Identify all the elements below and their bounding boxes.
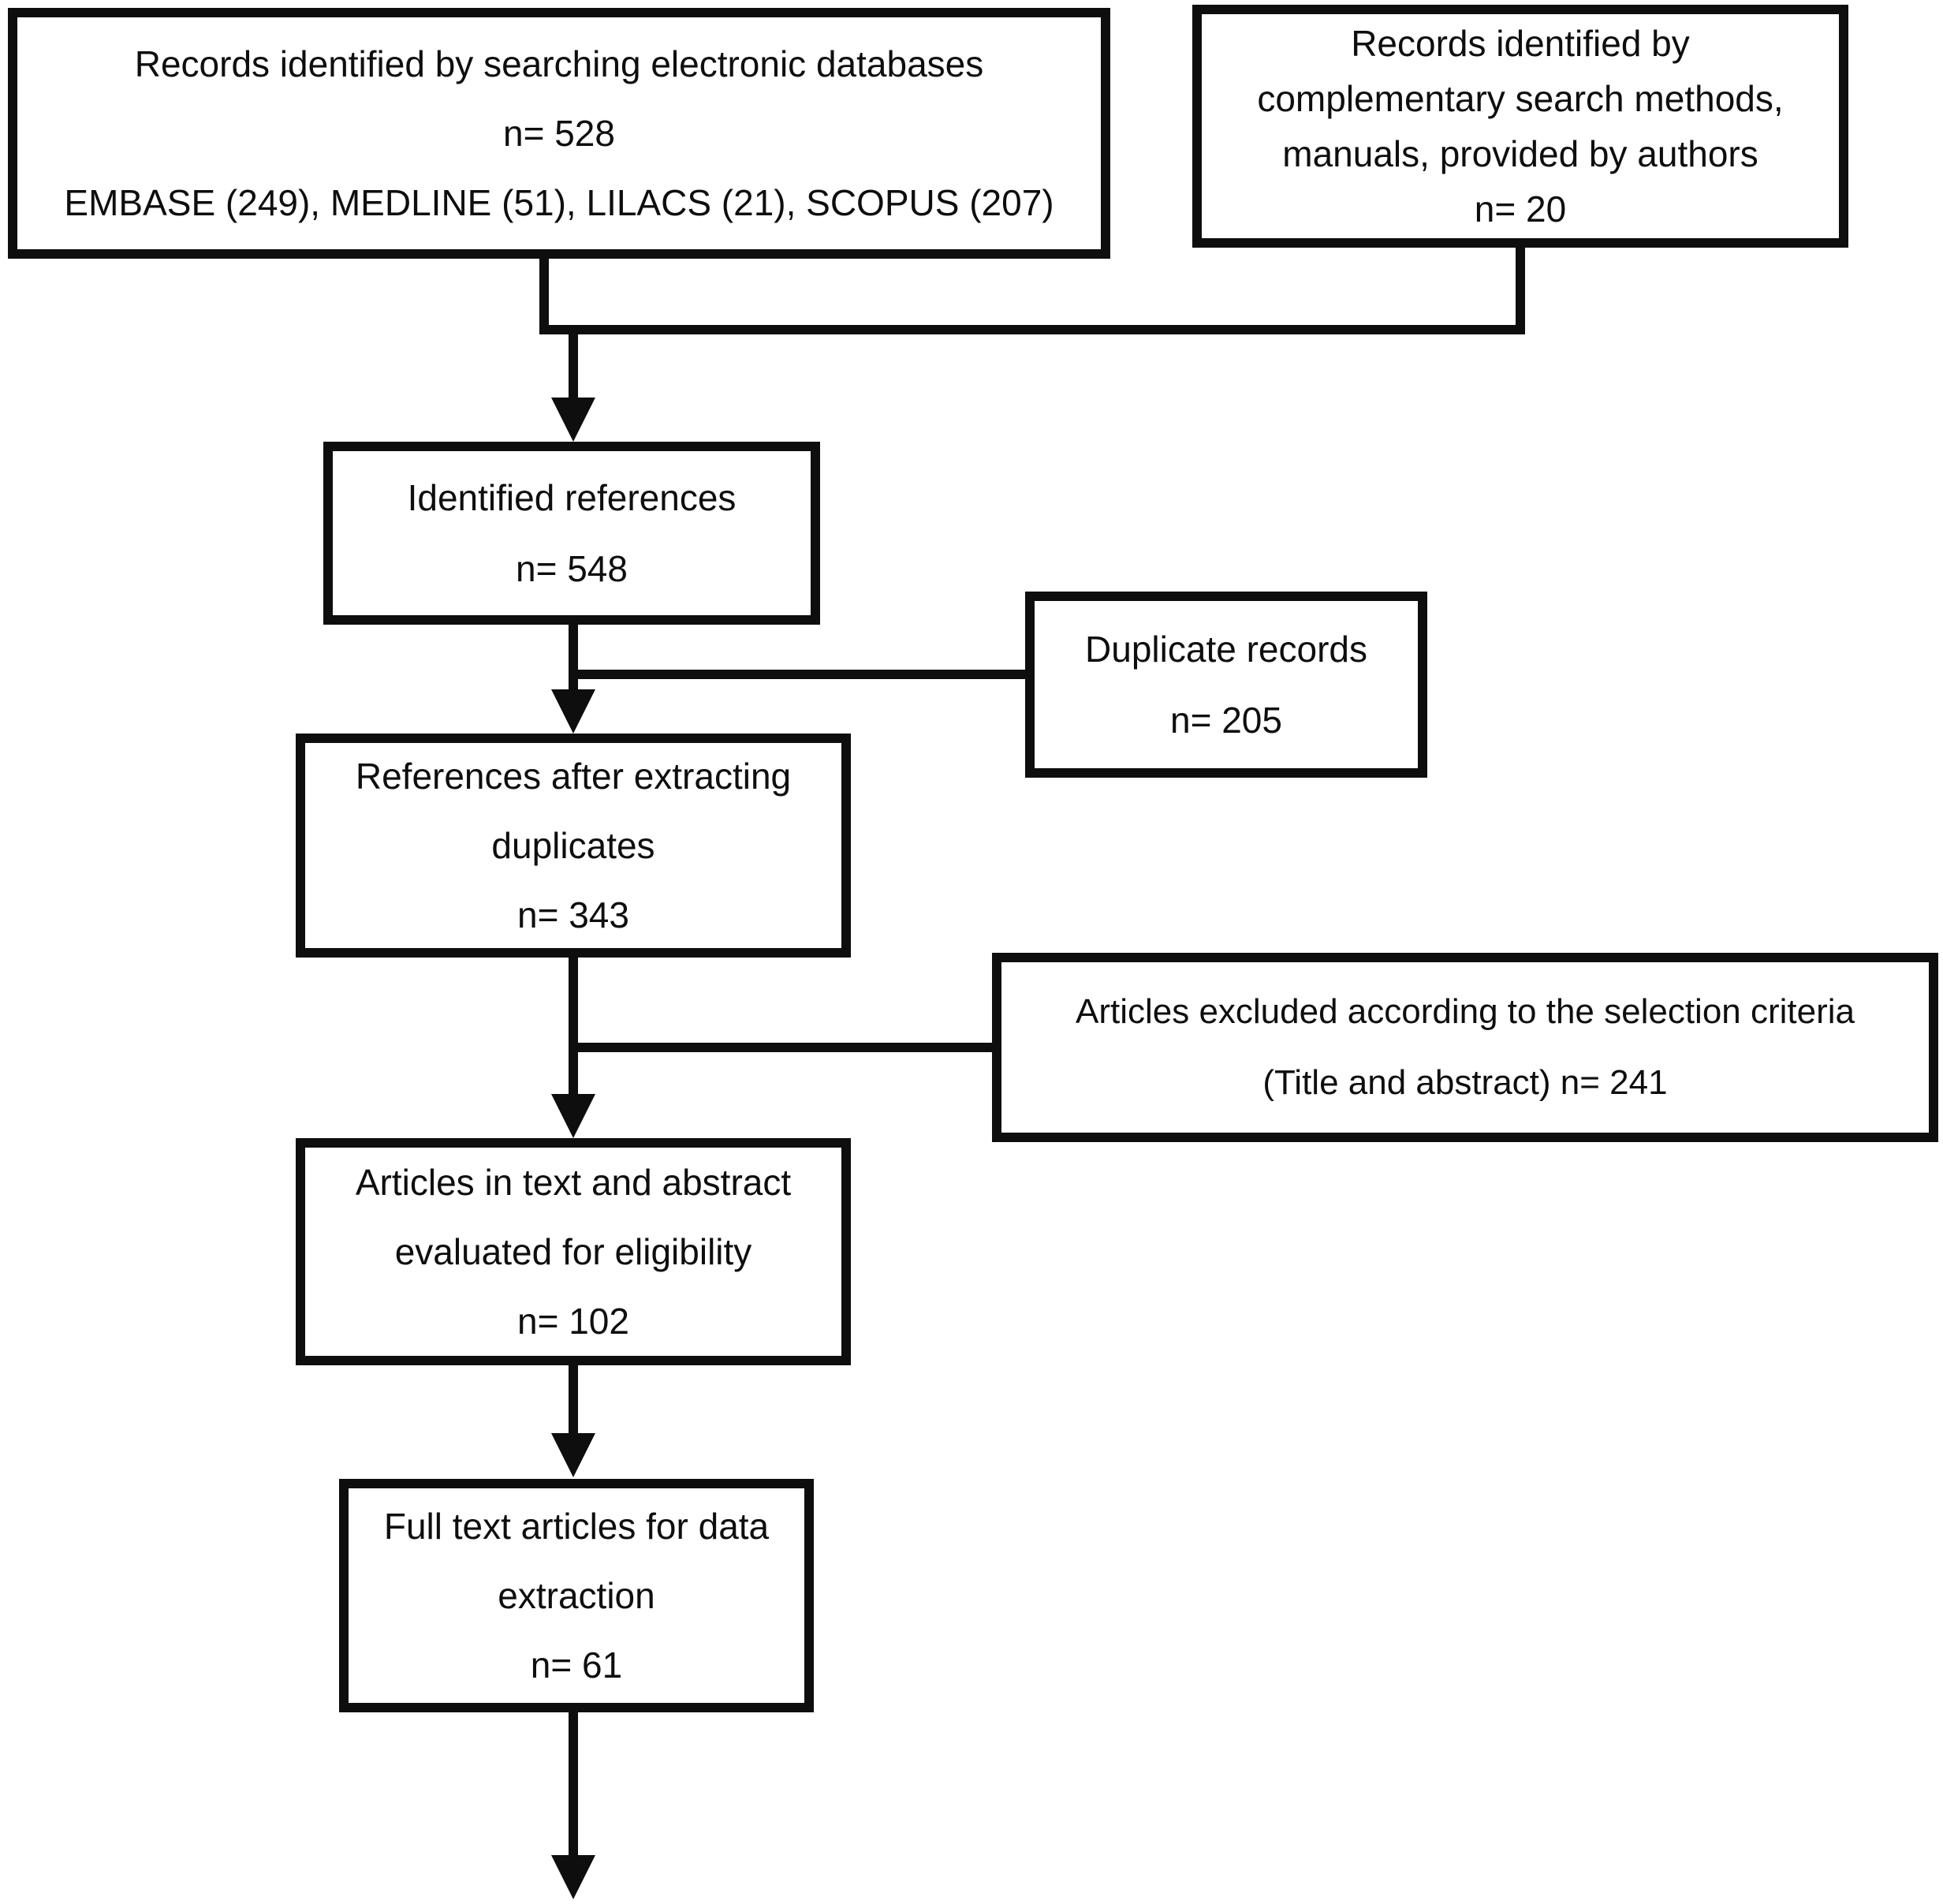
edge-merge-horizontal (539, 325, 1525, 334)
box-line: duplicates (491, 825, 655, 866)
box-line: Duplicate records (1085, 629, 1367, 670)
box-line: (Title and abstract) n= 241 (1262, 1063, 1668, 1102)
box-line: n= 548 (516, 548, 628, 589)
edge-identified-down (569, 622, 578, 694)
box-eligibility: Articles in text and abstract evaluated … (296, 1138, 851, 1365)
edge-full-text-down (569, 1709, 578, 1861)
box-line: References after extracting (355, 756, 792, 797)
edge-complementary-down (1516, 245, 1525, 334)
box-line: complementary search methods, (1257, 78, 1784, 119)
box-after-duplicates: References after extracting duplicates n… (296, 734, 851, 958)
box-articles-excluded: Articles excluded according to the selec… (992, 953, 1938, 1142)
box-line: Records identified by searching electron… (134, 43, 984, 84)
box-duplicate-records: Duplicate records n= 205 (1025, 592, 1427, 778)
box-line: n= 343 (517, 894, 629, 935)
edge-branch-duplicates (569, 670, 1025, 679)
box-line: Full text articles for data (383, 1506, 770, 1547)
arrowhead-down-icon (551, 689, 595, 734)
box-line: n= 102 (517, 1301, 629, 1342)
box-line: n= 61 (530, 1645, 623, 1686)
edge-merge-to-identified (569, 325, 578, 408)
box-line: Articles in text and abstract (355, 1162, 792, 1203)
box-full-text: Full text articles for data extraction n… (339, 1479, 814, 1712)
box-line: n= 20 (1474, 189, 1567, 230)
arrowhead-down-icon (551, 1094, 595, 1138)
box-line: Articles excluded according to the selec… (1075, 992, 1855, 1031)
edge-after-duplicates-down (569, 954, 578, 1104)
arrowhead-down-icon (551, 1433, 595, 1477)
box-line: evaluated for eligibility (394, 1231, 752, 1272)
box-line: n= 528 (503, 113, 615, 154)
arrowhead-down-icon (551, 1855, 595, 1899)
arrowhead-down-icon (551, 398, 595, 442)
box-identified-references: Identified references n= 548 (323, 442, 820, 625)
box-line: extraction (498, 1575, 655, 1616)
box-line: EMBASE (249), MEDLINE (51), LILACS (21),… (64, 182, 1054, 223)
edge-branch-excluded (569, 1043, 992, 1052)
box-line: Identified references (407, 477, 737, 518)
edge-databases-down (539, 256, 549, 334)
box-line: n= 205 (1170, 700, 1282, 741)
box-line: manuals, provided by authors (1282, 133, 1758, 174)
box-records-databases: Records identified by searching electron… (8, 8, 1110, 259)
edge-eligibility-down (569, 1362, 578, 1441)
box-records-complementary: Records identified by complementary sear… (1192, 5, 1848, 248)
box-line: Records identified by (1351, 23, 1690, 64)
